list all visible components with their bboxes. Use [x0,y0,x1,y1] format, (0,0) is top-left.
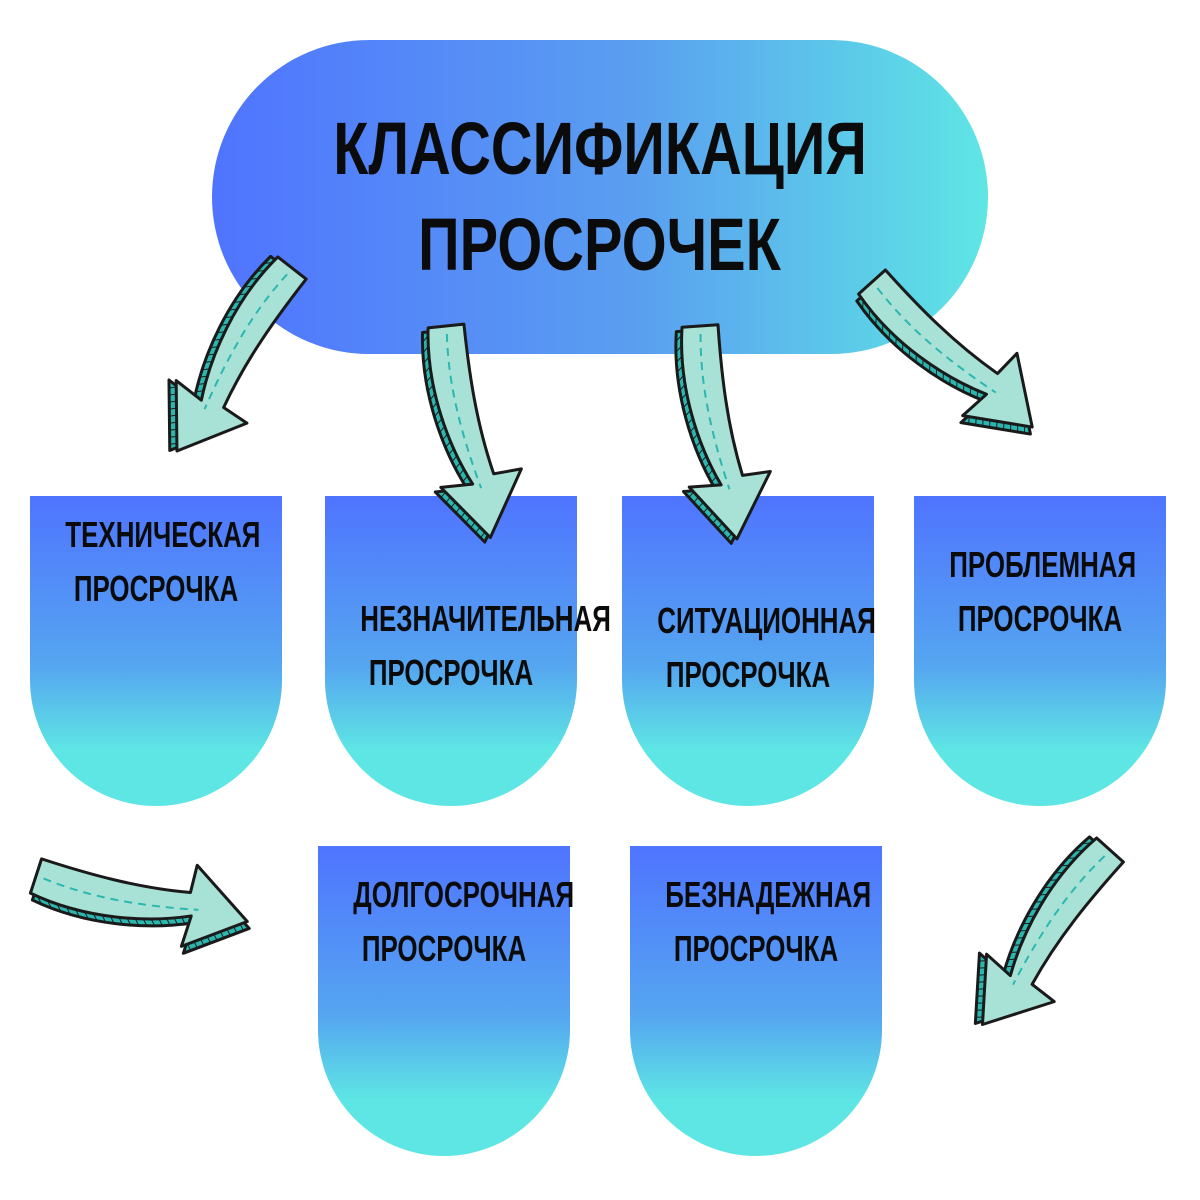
arrow-to-hopeless [941,829,1157,1055]
title-line-1: КЛАССИФИКАЦИЯ [333,107,867,190]
arrow-to-technical [133,249,341,480]
category-technical-label: ТЕХНИЧЕСКАЯ ПРОСРОЧКА [65,514,261,609]
arrow-to-long-term [25,817,265,972]
category-long-term-label: ДОЛГОСРОЧНАЯ ПРОСРОЧКА [353,874,575,969]
arrow-to-situational [670,320,777,548]
arrow-to-minor [416,318,531,549]
arrow-to-problem [849,240,1065,465]
title-pill: КЛАССИФИКАЦИЯ ПРОСРОЧЕК [212,40,988,354]
category-hopeless-label: БЕЗНАДЕЖНАЯ ПРОСРОЧКА [665,874,872,969]
category-hopeless: БЕЗНАДЕЖНАЯ ПРОСРОЧКА [630,846,882,1156]
category-technical: ТЕХНИЧЕСКАЯ ПРОСРОЧКА [30,496,282,806]
category-problem: ПРОБЛЕМНАЯ ПРОСРОЧКА [914,496,1166,806]
category-problem-label: ПРОБЛЕМНАЯ ПРОСРОЧКА [949,544,1137,639]
category-situational: СИТУАЦИОННАЯ ПРОСРОЧКА [622,496,876,806]
category-minor: НЕЗНАЧИТЕЛЬНАЯ ПРОСРОЧКА [325,496,611,806]
category-situational-label: СИТУАЦИОННАЯ ПРОСРОЧКА [657,600,876,695]
title-line-2: ПРОСРОЧЕК [418,203,782,286]
category-minor-label: НЕЗНАЧИТЕЛЬНАЯ ПРОСРОЧКА [360,598,611,693]
category-long-term: ДОЛГОСРОЧНАЯ ПРОСРОЧКА [318,846,575,1156]
